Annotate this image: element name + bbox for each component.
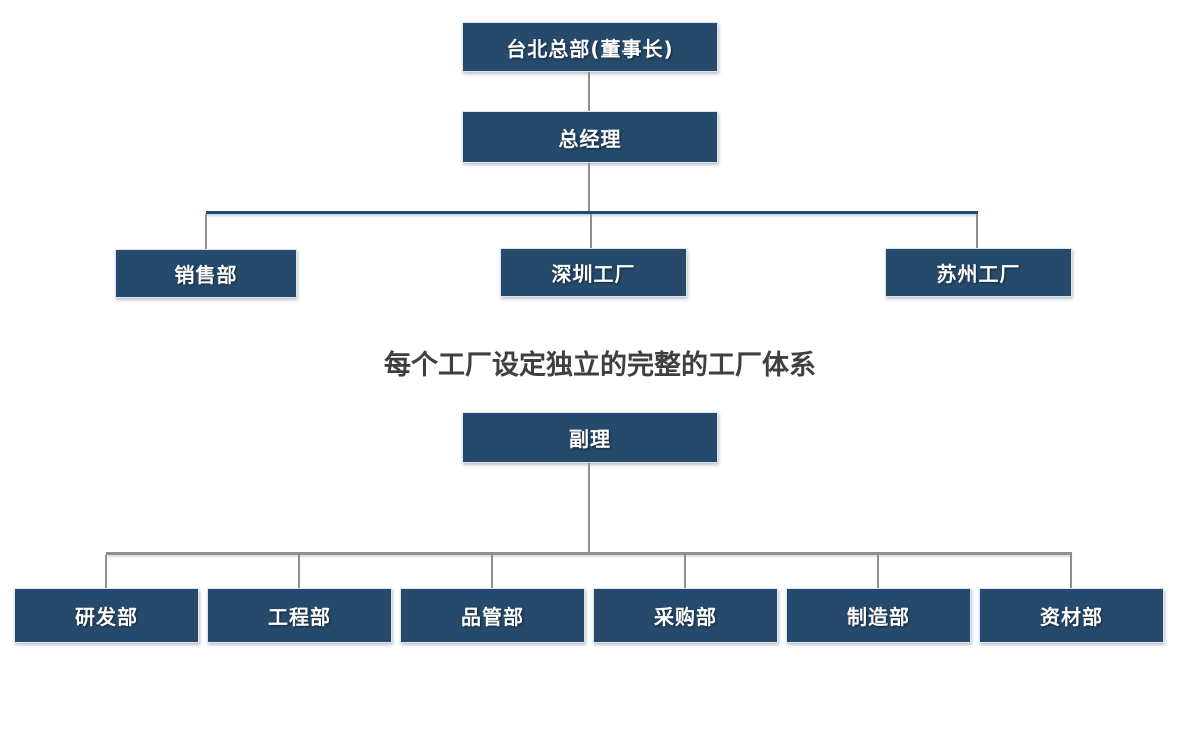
connector-bus-to-rd [105,555,107,588]
org-node-deputy-manager: 副理 [462,412,718,463]
connector-bus-to-suzhou [976,214,978,249]
connector-bus-to-quality [491,555,493,588]
connector-bus-to-engineering [298,555,300,588]
org-node-rd-dept: 研发部 [14,588,199,643]
org-node-sales-dept: 销售部 [115,249,297,298]
connector-bus-to-materials [1070,555,1072,588]
connector-bottom-horizontal-bus [106,552,1072,555]
connector-hq-to-gm [588,72,590,111]
org-node-materials-dept: 资材部 [979,588,1164,643]
connector-bus-to-sales [205,214,207,249]
org-node-engineering-dept: 工程部 [207,588,392,643]
connector-top-horizontal-bus [206,211,978,214]
org-node-manufacturing-dept: 制造部 [786,588,971,643]
org-node-taipei-hq: 台北总部(董事长) [462,22,718,72]
org-node-quality-dept: 品管部 [400,588,585,643]
org-node-general-manager: 总经理 [462,111,718,163]
connector-bus-to-purchasing [684,555,686,588]
connector-bus-to-manufacturing [877,555,879,588]
org-node-purchasing-dept: 采购部 [593,588,778,643]
factory-system-caption: 每个工厂设定独立的完整的工厂体系 [384,350,816,381]
org-node-shenzhen-factory: 深圳工厂 [500,248,687,297]
connector-deputy-to-bus [588,463,590,553]
org-node-suzhou-factory: 苏州工厂 [885,248,1072,297]
connector-bus-to-shenzhen [590,214,592,249]
connector-gm-to-bus [588,163,590,212]
